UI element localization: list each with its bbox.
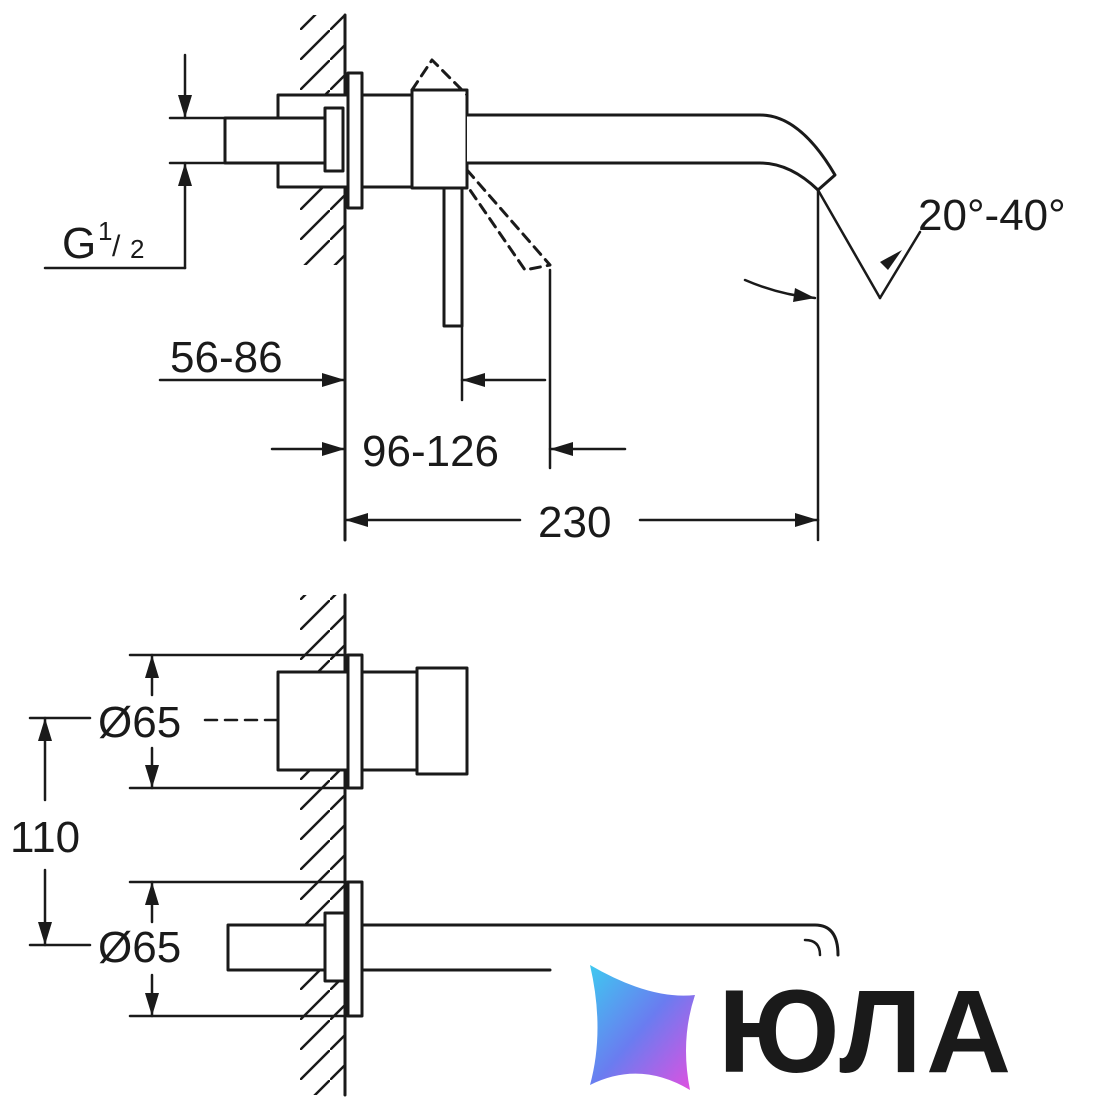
spout-angle-label: 20°-40° [918, 191, 1066, 240]
thread-label: G [62, 219, 96, 268]
spacer [360, 93, 414, 189]
lever [442, 186, 464, 328]
angle-line [816, 188, 882, 300]
lower-escutcheon [346, 880, 364, 1018]
wall-depth-label: 56-86 [170, 333, 283, 382]
lower-inlet [226, 923, 330, 972]
upper-spacer [360, 670, 419, 772]
watermark-logo: ЮЛА [590, 965, 1015, 1098]
diameter-bottom-label: Ø65 [98, 923, 181, 972]
lever-offset-label: 96-126 [362, 427, 499, 476]
lever-swing-position [465, 168, 552, 272]
lever-housing [410, 88, 469, 190]
logo-text: ЮЛА [718, 966, 1015, 1098]
logo-star-icon [590, 965, 695, 1090]
front-view [28, 593, 840, 1097]
spout [465, 113, 837, 192]
upper-handle [415, 666, 469, 776]
thread-slash: / [112, 230, 121, 263]
inner-flange [323, 106, 345, 173]
thread-denominator: 2 [130, 234, 144, 264]
wall-hatch-bottom [300, 595, 345, 1095]
upper-escutcheon [346, 653, 364, 790]
lever-alt-position [410, 58, 469, 97]
escutcheon-plate [346, 71, 364, 210]
inlet-pipe [223, 116, 327, 165]
side-view [43, 13, 922, 542]
upper-body [276, 670, 352, 772]
spout-length-label: 230 [538, 498, 611, 547]
thread-numerator: 1 [98, 216, 112, 246]
center-distance-label: 110 [10, 813, 80, 862]
diameter-top-label: Ø65 [98, 698, 181, 747]
lower-flange [323, 911, 347, 983]
dimension-labels: G 1 / 2 56-86 96-126 230 20°-40° Ø65 110… [10, 191, 1066, 972]
lower-spout-top [360, 923, 840, 957]
angle-leader [878, 230, 922, 300]
